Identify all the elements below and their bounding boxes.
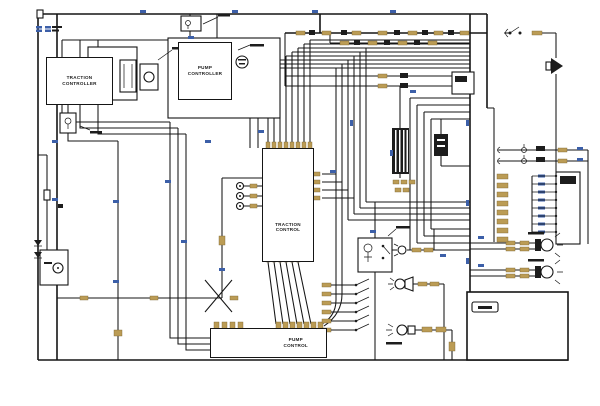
horn-speaker-icon	[551, 58, 563, 74]
hour-meter-icon	[451, 71, 475, 95]
pump-motor-icon	[235, 55, 249, 69]
switch-ladder	[331, 278, 370, 332]
diode-icon	[34, 240, 42, 246]
traction-control-box: TRACTION CONTROL	[262, 148, 314, 262]
sensor-box-icon	[59, 112, 77, 134]
diode-icon	[34, 252, 42, 258]
horn-icon	[394, 278, 406, 290]
pump-controller-box: PUMP CONTROLLER	[178, 42, 232, 100]
connector-block-pins	[532, 174, 558, 234]
switch-icon	[521, 158, 527, 164]
pump-control-label-2: CONTROL	[283, 343, 308, 348]
fuse-icon	[36, 9, 44, 19]
pump-controller-label-2: CONTROLLER	[187, 71, 223, 76]
traction-controller-box: TRACTION CONTROLLER	[46, 57, 113, 105]
headlamp-icon	[535, 239, 541, 251]
fuse-icon	[43, 189, 51, 201]
switch-icon	[521, 147, 527, 153]
traction-controller-label-2: CONTROLLER	[62, 81, 97, 86]
backup-alarm-icon	[396, 324, 408, 336]
pump-controller-label-1: PUMP	[197, 65, 213, 71]
key-switch-icon	[357, 237, 393, 273]
traction-controller-label-1: TRACTION	[66, 75, 93, 81]
contactor-coil-icon	[143, 71, 155, 83]
contactor-icon	[119, 59, 137, 93]
traction-control-label-2: CONTROL	[275, 227, 301, 233]
component-markings-lines	[79, 16, 563, 337]
pump-control-box: PUMP CONTROL	[210, 328, 327, 358]
fuse-block-icon	[180, 15, 202, 32]
traction-control-label-1: TRACTION	[275, 221, 301, 227]
headlamp-icon	[535, 266, 541, 278]
buzzer-icon	[397, 245, 407, 255]
pump-control-label-1: PUMP	[288, 337, 303, 343]
connector-pads	[79, 30, 568, 352]
